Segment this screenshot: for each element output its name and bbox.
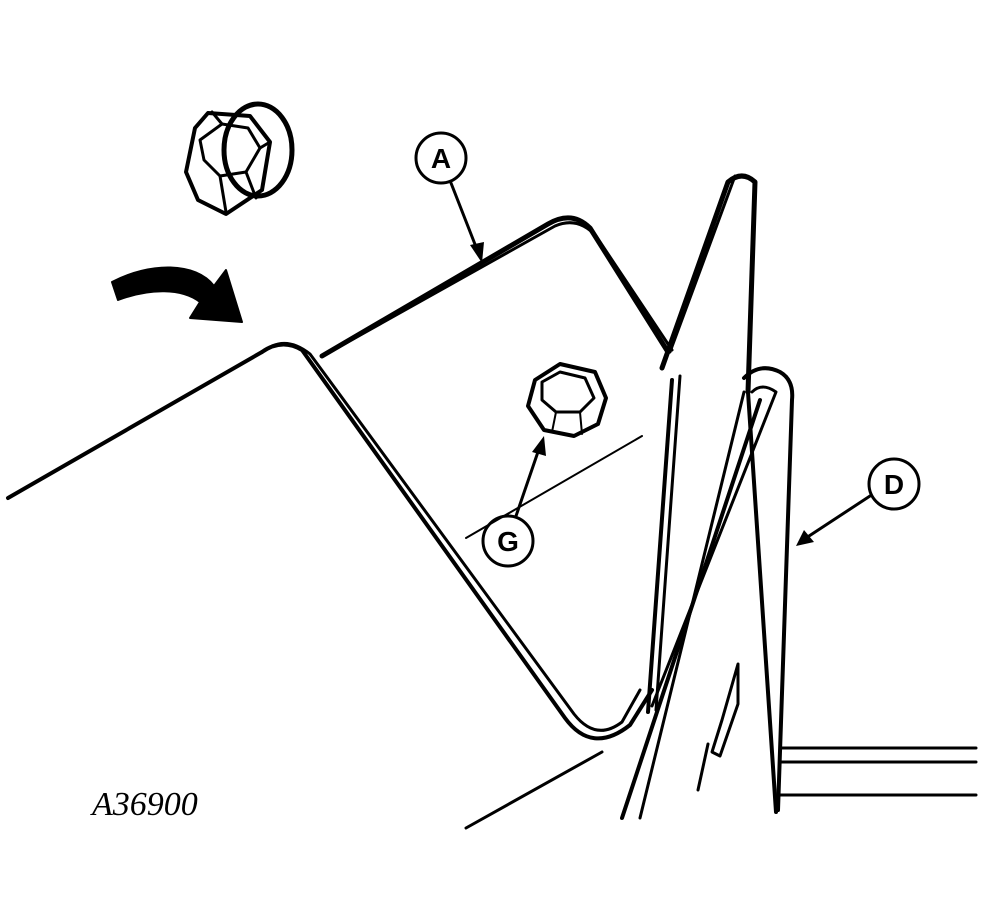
callout-d: D (796, 457, 921, 546)
arrowhead-icon (796, 530, 814, 546)
callout-a-label: A (431, 143, 451, 174)
arrowhead-icon (470, 242, 484, 263)
slot-marks (696, 662, 740, 792)
figure-id: A36900 (90, 786, 198, 823)
arrowhead-icon (532, 436, 546, 456)
plate-d (620, 173, 795, 820)
callout-a: A (414, 131, 484, 263)
curved-arrow-icon (111, 266, 243, 323)
callout-d-label: D (884, 469, 904, 500)
callout-g-label: G (497, 526, 519, 557)
hex-bolt-icon (184, 101, 295, 216)
hex-bolt-icon (526, 362, 608, 438)
side-rail (778, 746, 978, 797)
callout-g: G (481, 436, 546, 568)
bracket-a (6, 215, 674, 830)
